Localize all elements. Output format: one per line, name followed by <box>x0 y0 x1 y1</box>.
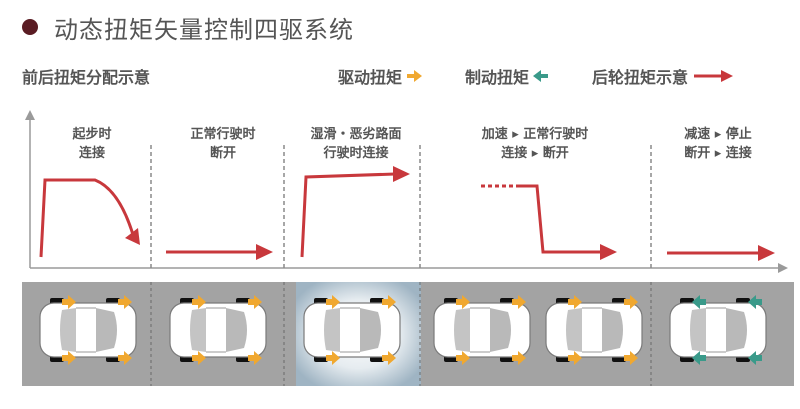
phase-line2: 连接 <box>78 146 105 161</box>
phase-label-accelerate: 加速 ▸ 正常行驶时 连接 ▸ 断开 <box>460 125 610 163</box>
phase-line1: 加速 ▸ 正常行驶时 <box>481 127 589 142</box>
legend-brake-label: 制动扭矩 <box>465 68 530 87</box>
car-slippery <box>303 295 401 365</box>
car-accel-1 <box>433 295 531 365</box>
phase-label-start: 起步时 连接 <box>17 125 167 163</box>
phase-line2: 断开 ▸ 连接 <box>684 146 752 161</box>
arrow-left-icon <box>533 70 549 82</box>
phase-line1: 减速 ▸ 停止 <box>684 127 752 142</box>
page-title: 动态扭矩矢量控制四驱系统 <box>54 15 354 44</box>
car-normal <box>169 295 267 365</box>
legend-drive: 驱动扭矩 <box>338 64 423 88</box>
phase-line2: 断开 <box>209 146 236 161</box>
section-subtitle: 前后扭矩分配示意 <box>22 68 151 87</box>
time-axis-arrowhead <box>778 263 788 273</box>
torque-axis-arrowhead <box>25 110 35 120</box>
bullet-icon <box>22 19 38 35</box>
title-row: 动态扭矩矢量控制四驱系统 <box>22 9 354 45</box>
phase-line2: 行驶时连接 <box>323 146 389 161</box>
legend-drive-label: 驱动扭矩 <box>338 68 403 87</box>
phase-line1: 正常行驶时 <box>190 127 256 142</box>
car-decel <box>669 295 767 365</box>
curve-slippery <box>300 172 396 258</box>
curve-start <box>39 178 136 258</box>
phase-label-decelerate: 减速 ▸ 停止 断开 ▸ 连接 <box>643 125 793 163</box>
phase-label-slippery: 湿滑・恶劣路面 行驶时连接 <box>281 125 431 163</box>
curve-accel <box>520 184 602 254</box>
legend-rear-label: 后轮扭矩示意 <box>592 68 689 87</box>
legend-brake: 制动扭矩 <box>465 64 550 88</box>
rear-torque-curves <box>39 172 760 258</box>
phase-label-normal: 正常行驶时 断开 <box>148 125 298 163</box>
car-start <box>39 295 137 365</box>
phase-dividers <box>150 145 652 268</box>
legend-rear: 后轮扭矩示意 <box>592 64 735 88</box>
long-arrow-right-icon <box>694 70 734 82</box>
car-accel-2 <box>545 295 643 365</box>
road-dividers <box>150 282 652 386</box>
phase-line2: 连接 ▸ 断开 <box>501 146 569 161</box>
curve-arrowheads <box>125 166 775 261</box>
phase-line1: 湿滑・恶劣路面 <box>310 127 402 142</box>
phase-line1: 起步时 <box>72 127 112 142</box>
arrow-right-icon <box>407 70 423 82</box>
